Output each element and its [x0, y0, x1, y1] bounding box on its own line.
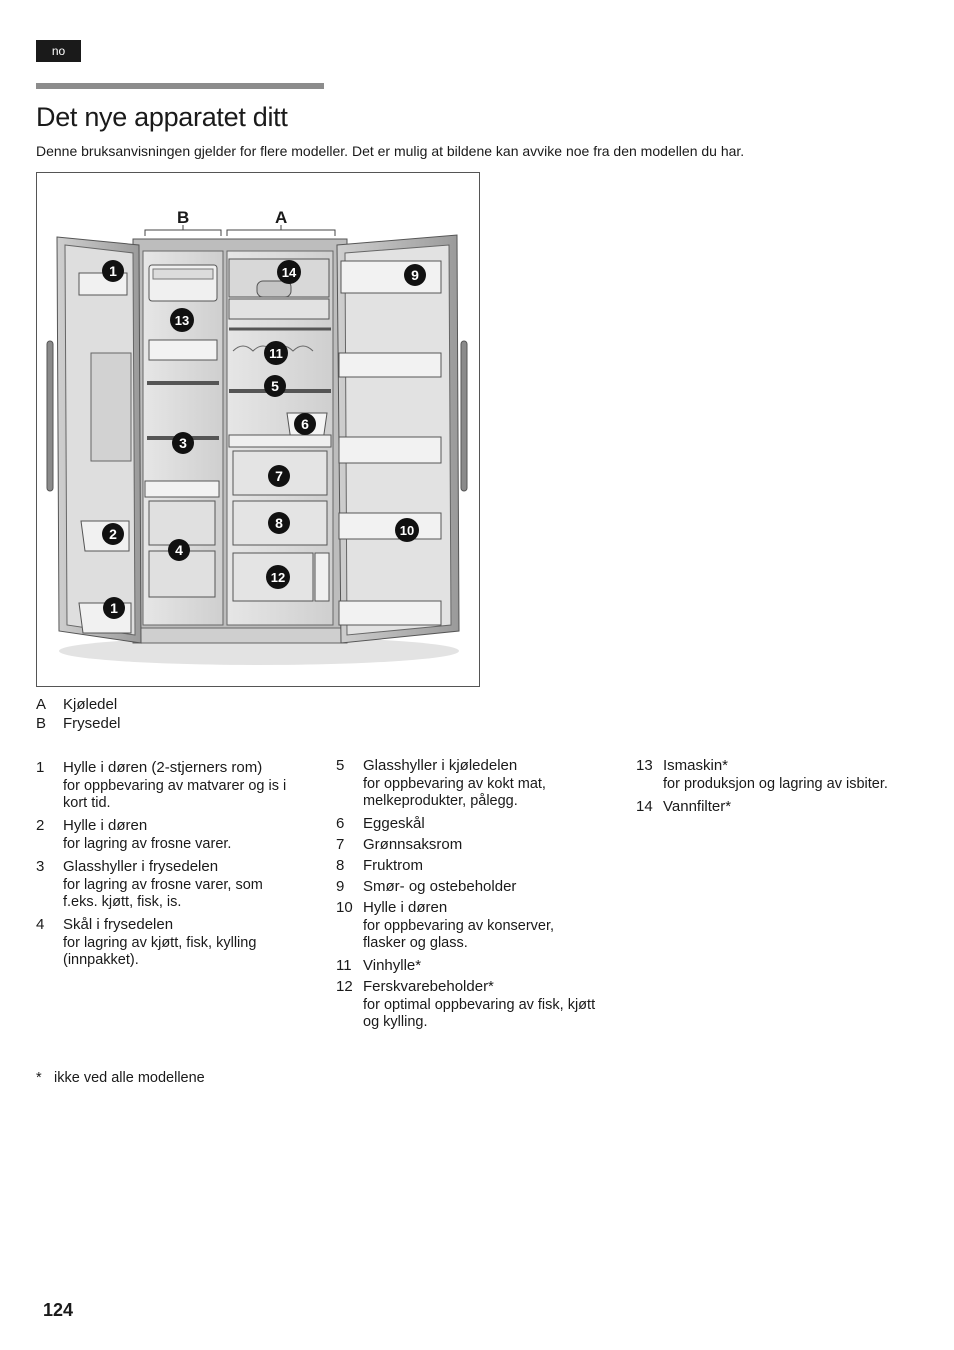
svg-text:7: 7: [275, 468, 283, 484]
svg-text:14: 14: [282, 265, 297, 280]
callout-7: 7: [268, 465, 290, 487]
callout-5: 5: [264, 375, 286, 397]
callout-13: 13: [170, 308, 194, 332]
svg-text:1: 1: [109, 263, 117, 279]
callout-4: 4: [168, 539, 190, 561]
callout-11: 11: [264, 341, 288, 365]
svg-text:3: 3: [179, 435, 187, 451]
callout-8: 8: [268, 512, 290, 534]
svg-text:11: 11: [269, 346, 283, 361]
callout-10: 10: [395, 518, 419, 542]
svg-text:13: 13: [175, 313, 189, 328]
fridge-diagram: B A: [46, 208, 468, 665]
svg-text:1: 1: [110, 600, 118, 616]
svg-text:6: 6: [301, 416, 309, 432]
callout-12: 12: [266, 565, 290, 589]
callout-2: 2: [102, 523, 124, 545]
svg-text:5: 5: [271, 378, 279, 394]
svg-text:10: 10: [400, 523, 414, 538]
header-rule: [36, 83, 324, 89]
callout-1a: 1: [102, 260, 124, 282]
label-b: B: [177, 208, 189, 227]
language-badge: no: [36, 40, 81, 62]
callout-14: 14: [277, 260, 301, 284]
fridge-illustration: B A: [36, 172, 480, 687]
page-title: Det nye apparatet ditt: [36, 102, 288, 132]
page-number: 124: [43, 1300, 74, 1320]
svg-text:12: 12: [271, 570, 285, 585]
intro-text: Denne bruksanvisningen gjelder for flere…: [36, 143, 745, 159]
svg-text:8: 8: [275, 515, 283, 531]
callout-3: 3: [172, 432, 194, 454]
callout-6: 6: [294, 413, 316, 435]
svg-text:2: 2: [109, 526, 117, 542]
label-a: A: [275, 208, 287, 227]
callout-9: 9: [404, 264, 426, 286]
svg-text:4: 4: [175, 542, 183, 558]
svg-text:9: 9: [411, 267, 419, 283]
callout-1b: 1: [103, 597, 125, 619]
footnote: *ikke ved alle modellene: [36, 1070, 205, 1086]
